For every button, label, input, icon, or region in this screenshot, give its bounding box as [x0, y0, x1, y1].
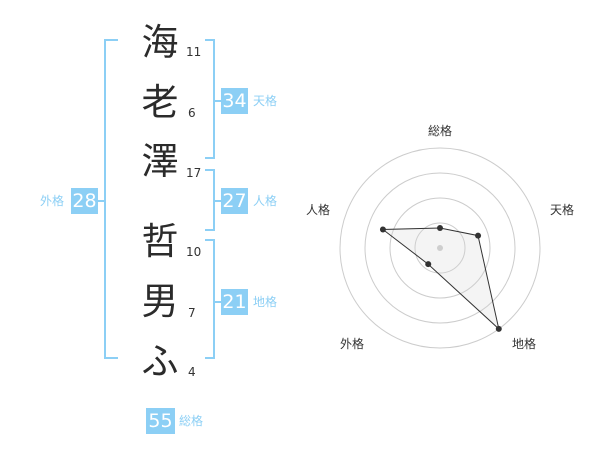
- radar-ring-4: [339, 147, 541, 349]
- stroke-count-5: 7: [188, 306, 196, 320]
- jinkaku-value: 27: [221, 188, 248, 214]
- name-char-4: 哲: [141, 220, 179, 263]
- radar-ring-3: [364, 172, 516, 324]
- name-char-5: 男: [141, 280, 179, 323]
- radar-axis-label-tenkaku: 天格: [549, 203, 574, 217]
- radar-point-2: [475, 232, 482, 239]
- tenkaku-bracket: [205, 39, 215, 159]
- radar-series-polygon: [381, 227, 500, 331]
- name-char-2: 老: [141, 81, 179, 124]
- radar-ring-2: [389, 197, 491, 299]
- stroke-count-1: 11: [186, 45, 202, 59]
- gaikaku-value: 28: [71, 188, 98, 214]
- chikaku-bracket: [205, 239, 215, 359]
- chikaku-value: 21: [221, 289, 248, 315]
- soukaku-label: 総格: [179, 414, 204, 428]
- radar-point-4: [425, 261, 432, 268]
- radar-point-5: [379, 226, 386, 233]
- soukaku-value: 55: [146, 408, 175, 434]
- stroke-count-2: 6: [188, 106, 196, 120]
- tenkaku-value: 34: [221, 88, 248, 114]
- name-char-1: 海: [141, 21, 179, 64]
- radar-axis-label-jinkaku: 人格: [305, 203, 330, 217]
- gaikaku-label: 外格: [40, 194, 65, 208]
- radar-point-1: [437, 225, 443, 231]
- jinkaku-label: 人格: [253, 194, 278, 208]
- gaikaku-bracket: [104, 39, 118, 359]
- name-char-3: 澤: [141, 140, 179, 183]
- radar-axis-label-chikaku: 地格: [511, 337, 536, 351]
- stroke-count-4: 10: [186, 245, 202, 259]
- radar-axis-label-soukaku: 総格: [427, 124, 452, 138]
- radar-point-3: [495, 325, 502, 332]
- name-char-6: ふ: [141, 340, 179, 383]
- tenkaku-label: 天格: [253, 94, 278, 108]
- stroke-count-3: 17: [186, 166, 202, 180]
- radar-ring-1: [414, 222, 466, 274]
- radar-center: [437, 245, 443, 251]
- radar-axis-label-gaikaku: 外格: [339, 337, 364, 351]
- stroke-count-6: 4: [188, 365, 196, 379]
- chikaku-label: 地格: [253, 295, 278, 309]
